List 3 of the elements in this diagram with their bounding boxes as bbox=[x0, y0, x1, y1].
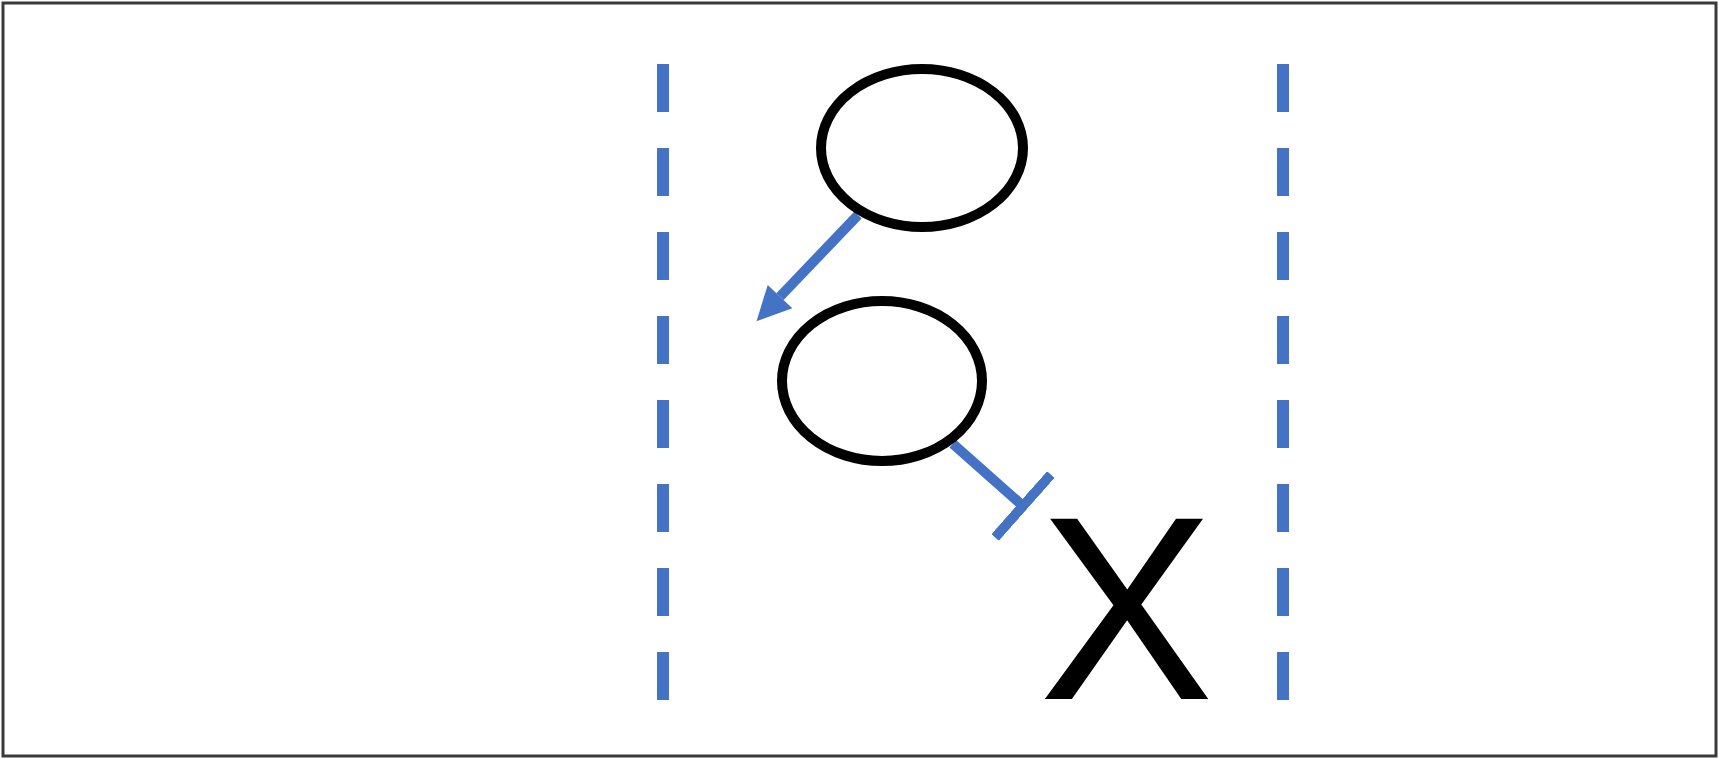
arrow bbox=[756, 211, 862, 322]
inhibition-line bbox=[949, 440, 1055, 541]
letter-label: X bbox=[1039, 478, 1214, 740]
